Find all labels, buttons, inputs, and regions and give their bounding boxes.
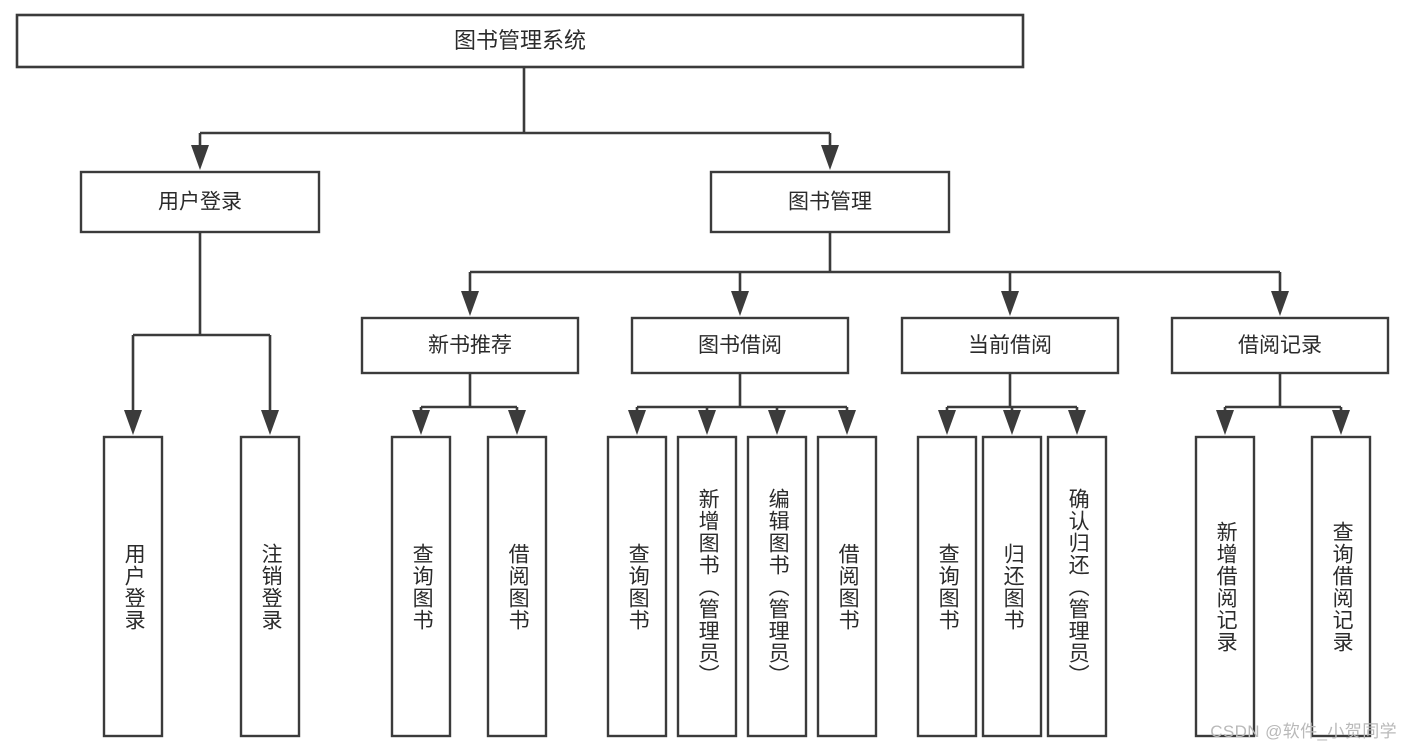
node-leaf-borrow-book-1-rect[interactable] <box>486 435 548 738</box>
node-leaf-query-book-3[interactable] <box>916 435 978 738</box>
arrow-head-icon <box>412 410 430 435</box>
node-leaf-edit-book[interactable] <box>746 435 808 738</box>
node-book-borrow-label: 图书借阅 <box>698 334 782 357</box>
node-current-borrow-label: 当前借阅 <box>968 334 1052 357</box>
node-leaf-add-book-rect[interactable] <box>676 435 738 738</box>
arrow-head-icon <box>938 410 956 435</box>
arrow-head-icon <box>698 410 716 435</box>
node-leaf-borrow-book-2[interactable] <box>816 435 878 738</box>
arrow-head-icon <box>838 410 856 435</box>
node-leaf-logout[interactable] <box>239 435 301 738</box>
node-leaf-add-book[interactable] <box>676 435 738 738</box>
node-root-rect[interactable] <box>15 13 1025 69</box>
node-root[interactable]: 图书管理系统 <box>15 13 1025 69</box>
node-leaf-return-book-rect[interactable] <box>981 435 1043 738</box>
node-new-book-rec[interactable]: 新书推荐 <box>360 316 580 375</box>
arrow-head-icon <box>1068 410 1086 435</box>
arrow-head-icon <box>261 410 279 435</box>
arrow-head-icon <box>1003 410 1021 435</box>
arrow-head-icon <box>191 145 209 170</box>
node-leaf-confirm-return[interactable] <box>1046 435 1108 738</box>
node-user-login[interactable]: 用户登录 <box>79 170 321 234</box>
node-book-manage[interactable]: 图书管理 <box>709 170 951 234</box>
node-leaf-confirm-return-rect[interactable] <box>1046 435 1108 738</box>
arrow-head-icon <box>1001 291 1019 316</box>
node-book-borrow[interactable]: 图书借阅 <box>630 316 850 375</box>
arrow-head-icon <box>1271 291 1289 316</box>
node-leaf-borrow-book-1[interactable] <box>486 435 548 738</box>
arrow-head-icon <box>1216 410 1234 435</box>
node-leaf-add-record-rect[interactable] <box>1194 435 1256 738</box>
node-root-label: 图书管理系统 <box>454 28 586 53</box>
node-new-book-rec-label: 新书推荐 <box>428 334 512 357</box>
arrow-head-icon <box>628 410 646 435</box>
node-book-manage-label: 图书管理 <box>788 191 872 214</box>
arrow-head-icon <box>508 410 526 435</box>
node-leaf-query-book-3-rect[interactable] <box>916 435 978 738</box>
node-leaf-query-book-2[interactable] <box>606 435 668 738</box>
arrow-head-icon <box>768 410 786 435</box>
node-user-login-label: 用户登录 <box>158 191 242 214</box>
node-book-manage-rect[interactable] <box>709 170 951 234</box>
arrow-head-icon <box>731 291 749 316</box>
node-leaf-logout-rect[interactable] <box>239 435 301 738</box>
node-current-borrow[interactable]: 当前借阅 <box>900 316 1120 375</box>
arrow-head-icon <box>124 410 142 435</box>
node-leaf-user-login-rect[interactable] <box>102 435 164 738</box>
node-leaf-query-record-rect[interactable] <box>1310 435 1372 738</box>
node-current-borrow-rect[interactable] <box>900 316 1120 375</box>
node-leaf-query-record[interactable] <box>1310 435 1372 738</box>
node-new-book-rec-rect[interactable] <box>360 316 580 375</box>
node-leaf-add-record[interactable] <box>1194 435 1256 738</box>
node-borrow-record-label: 借阅记录 <box>1238 334 1322 357</box>
node-leaf-query-book-2-rect[interactable] <box>606 435 668 738</box>
arrow-head-icon <box>821 145 839 170</box>
arrow-head-icon <box>1332 410 1350 435</box>
node-leaf-return-book[interactable] <box>981 435 1043 738</box>
node-leaf-user-login[interactable] <box>102 435 164 738</box>
node-leaf-borrow-book-2-rect[interactable] <box>816 435 878 738</box>
watermark-text: CSDN @软件_小贺同学 <box>1210 722 1397 741</box>
arrow-head-icon <box>461 291 479 316</box>
node-book-borrow-rect[interactable] <box>630 316 850 375</box>
node-borrow-record-rect[interactable] <box>1170 316 1390 375</box>
node-leaf-edit-book-rect[interactable] <box>746 435 808 738</box>
node-borrow-record[interactable]: 借阅记录 <box>1170 316 1390 375</box>
node-leaf-query-book-1[interactable] <box>390 435 452 738</box>
node-leaf-query-book-1-rect[interactable] <box>390 435 452 738</box>
